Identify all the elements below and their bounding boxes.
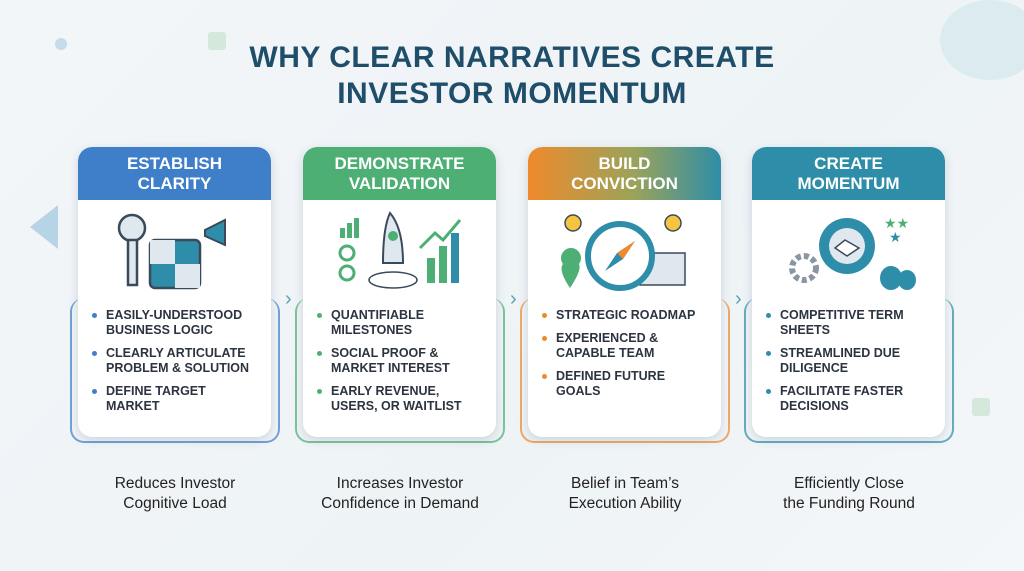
bullet-item: QUANTIFIABLE MILESTONES	[317, 308, 486, 338]
connector-line	[520, 298, 730, 443]
compass-roadmap-icon	[528, 200, 721, 300]
bullet-item: CLEARLY ARTICULATE PROBLEM & SOLUTION	[92, 346, 261, 376]
page-title: WHY CLEAR NARRATIVES CREATE INVESTOR MOM…	[249, 41, 775, 110]
arrow-right-icon: ›	[735, 288, 742, 310]
connector-line	[295, 298, 505, 443]
svg-text:★★: ★★	[884, 215, 909, 231]
bullet-item: FACILITATE FASTER DECISIONS	[766, 384, 935, 414]
dot-decoration	[55, 38, 67, 50]
key-puzzle-megaphone-icon	[78, 200, 271, 300]
svg-text:★: ★	[889, 229, 902, 245]
bullet-item: EASILY-UNDERSTOOD BUSINESS LOGIC	[92, 308, 261, 338]
bullet-item: COMPETITIVE TERM SHEETS	[766, 308, 935, 338]
triangle-decoration	[30, 205, 58, 249]
bullet-item: STREAMLINED DUE DILIGENCE	[766, 346, 935, 376]
bullet-item: DEFINED FUTURE GOALS	[542, 369, 711, 399]
bullet-item: DEFINE TARGET MARKET	[92, 384, 261, 414]
circle-decoration	[940, 0, 1024, 80]
square-decoration	[208, 32, 226, 50]
connector-line	[70, 298, 280, 443]
rocket-growth-chart-icon	[303, 200, 496, 300]
bullet-item: SOCIAL PROOF & MARKET INTEREST	[317, 346, 486, 376]
handshake-gear-money-icon: ★★★	[752, 200, 945, 300]
bullet-item: EARLY REVENUE, USERS, OR WAITLIST	[317, 384, 486, 414]
connector-line	[744, 298, 954, 443]
arrow-right-icon: ›	[285, 288, 292, 310]
square-decoration	[972, 398, 990, 416]
arrow-right-icon: ›	[510, 288, 517, 310]
bullet-item: STRATEGIC ROADMAP	[542, 308, 711, 323]
bullet-item: EXPERIENCED & CAPABLE TEAM	[542, 331, 711, 361]
